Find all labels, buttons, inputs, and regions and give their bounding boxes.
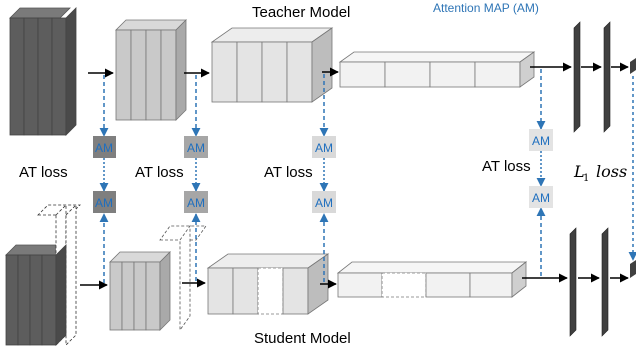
teacher-block-4 (338, 51, 536, 88)
teacher-fc-bar (603, 21, 611, 133)
at-loss-label: AT loss (135, 164, 184, 181)
teacher-model-title: Teacher Model (252, 4, 350, 21)
student-block-2-pruned-layer (179, 224, 191, 332)
student-fc-layers (569, 227, 636, 337)
teacher-fc-bar (573, 21, 581, 133)
student-block-1-layer (5, 254, 19, 346)
am-box: AM (529, 129, 553, 151)
student-fc-bar (569, 227, 577, 337)
student-block-4 (336, 261, 528, 298)
student-block-2-layer (109, 261, 123, 331)
am-box: AM (312, 191, 336, 213)
teacher-block-4-layer (339, 61, 386, 88)
student-flow-arrows (80, 273, 629, 290)
student-block-3-layer (282, 267, 309, 315)
student-block-3-layer (232, 267, 259, 315)
student-block-4-layer (425, 272, 471, 298)
attention-connectors (99, 69, 636, 283)
at-loss-label: AT loss (264, 164, 313, 181)
teacher-block-2-layer (130, 29, 147, 121)
teacher-block-4-layer (474, 61, 521, 88)
student-block-4-layer (337, 272, 383, 298)
teacher-block-3-layer (236, 41, 263, 103)
am-label: AM (315, 141, 333, 155)
am-label: AM (532, 191, 550, 205)
teacher-flow-arrows (88, 62, 629, 78)
student-block-4-layer (469, 272, 513, 298)
teacher-block-3-layer (261, 41, 288, 103)
teacher-block-1-layer (9, 7, 71, 136)
am-box: AM (312, 136, 336, 158)
teacher-block-3-layer (211, 41, 238, 103)
student-block-3-layer (207, 267, 234, 315)
student-block-3-pruned-layer (257, 267, 284, 315)
am-label: AM (187, 141, 205, 155)
am-box: AM (184, 136, 208, 158)
teacher-output-node (630, 58, 636, 74)
student-block-4-pruned-layer (381, 272, 427, 298)
teacher-block-4-layer (384, 61, 431, 88)
at-loss-label: AT loss (19, 164, 68, 181)
student-fc-bar (601, 227, 609, 337)
student-block-2-layer (145, 261, 161, 331)
l1-loss-word: loss (596, 162, 627, 181)
teacher-block-1 (9, 7, 77, 136)
student-model-title: Student Model (254, 330, 351, 347)
student-block-2 (109, 224, 207, 332)
teacher-block-1-layer (37, 17, 53, 136)
am-label: AM (187, 196, 205, 210)
teacher-block-2-layer (115, 29, 132, 121)
l1-loss-subscript: 1 (583, 173, 589, 184)
l1-loss-label: L 1 loss (573, 162, 627, 184)
am-box: AM (529, 186, 553, 208)
am-label: AM (315, 196, 333, 210)
teacher-block-3 (210, 27, 334, 103)
student-output-node (630, 260, 636, 278)
l1-loss-symbol: L (573, 162, 585, 181)
teacher-block-2-layer (145, 29, 162, 121)
am-label: AM (95, 141, 113, 155)
am-label: AM (95, 196, 113, 210)
teacher-block-1-layer (23, 17, 39, 136)
at-loss-label: AT loss (482, 158, 531, 175)
am-box: AM (93, 191, 116, 213)
student-block-2-layer (121, 261, 135, 331)
teacher-block-4-layer (429, 61, 476, 88)
student-block-1-pruned-layer (65, 204, 77, 346)
student-block-1 (5, 204, 81, 346)
am-box: AM (184, 191, 208, 213)
teacher-block-2-layer (160, 29, 177, 121)
teacher-fc-layers (573, 21, 636, 133)
student-block-3 (206, 253, 330, 315)
student-block-2-layer (133, 261, 147, 331)
student-block-1-layer (41, 254, 57, 346)
teacher-block-1-layer (51, 7, 77, 136)
teacher-block-3-layer (286, 41, 313, 103)
am-box: AM (93, 136, 116, 158)
teacher-block-2 (115, 19, 187, 121)
am-label: AM (532, 134, 550, 148)
student-block-1-layer (29, 254, 43, 346)
attention-map-legend: Attention MAP (AM) (433, 1, 539, 15)
student-block-1-layer (17, 254, 31, 346)
